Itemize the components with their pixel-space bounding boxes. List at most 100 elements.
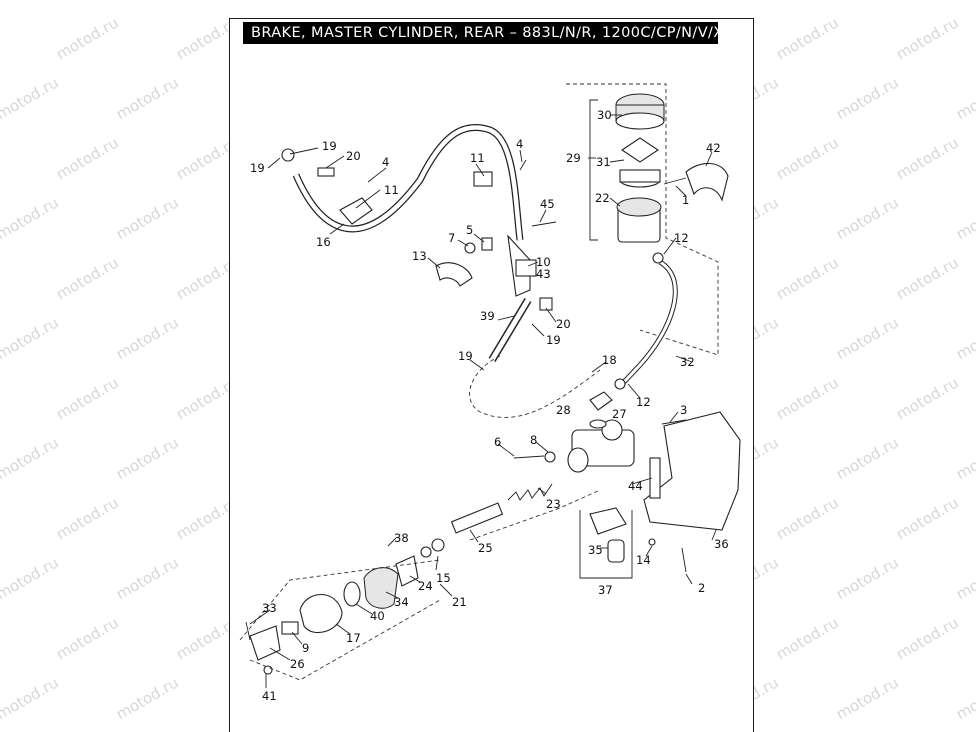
piston-25 [450,502,504,534]
callout-10: 10 [536,255,551,269]
clip-14 [648,538,656,546]
screw-2 [681,547,687,573]
callout-28: 28 [556,403,571,417]
clevis-17 [299,594,343,634]
banjo-bolt-upper [281,148,295,162]
screw-45 [531,221,557,227]
reservoir-group-brace [589,99,598,241]
callout-38: 38 [394,531,409,545]
clevis-26 [249,625,281,661]
hose-clamp-top [652,252,664,264]
callout-12b: 12 [636,395,651,409]
watermark-text: motod.ru [953,0,976,3]
boot-34 [363,567,399,609]
reservoir-diaphragm [621,137,659,163]
screw-4 [519,159,527,171]
callout-27: 27 [612,407,627,421]
callout-1: 1 [682,193,689,207]
callout-19c: 19 [546,333,561,347]
line-clip-11b [473,171,493,187]
callout-37: 37 [598,583,613,597]
callout-3: 3 [680,403,687,417]
callout-39: 39 [480,309,495,323]
callout-20a: 20 [346,149,361,163]
callout-4a: 4 [382,155,389,169]
switch-43 [515,259,537,277]
screw-3 [661,419,687,425]
callout-40: 40 [370,609,385,623]
reservoir-group-bracket [566,83,719,356]
retainer-24 [395,555,419,587]
pushrod-group-outline-b [249,599,441,681]
reservoir-clamp [685,162,729,202]
callout-8: 8 [530,433,537,447]
callout-36: 36 [714,537,729,551]
pin-44 [649,457,661,499]
callout-5: 5 [466,223,473,237]
banjo-fitting-20 [317,167,335,177]
screw-6 [513,455,545,459]
pushrod-group-outline [239,559,441,641]
clamp-screw [663,177,687,185]
callout-16: 16 [316,235,331,249]
callout-2: 2 [698,581,705,595]
callout-19a: 19 [250,161,265,175]
callout-labels: 30 31 29 22 42 1 12 32 18 12 28 27 3 6 8… [250,108,729,703]
callout-14: 14 [636,553,651,567]
callout-19b: 19 [322,139,337,153]
callout-22: 22 [595,191,610,205]
callout-32: 32 [680,355,695,369]
callout-43: 43 [536,267,551,281]
callout-15: 15 [436,571,451,585]
routing-path [469,355,601,418]
washer-8 [544,451,556,463]
banjo-bolt-20b [539,297,553,311]
callout-19d: 19 [458,349,473,363]
assembly-line [469,489,601,541]
snap-ring [420,546,432,558]
washer-40 [343,581,361,607]
reservoir-top [616,197,662,217]
pin-33 [245,621,251,641]
callout-33: 33 [262,601,277,615]
callout-13: 13 [412,249,427,263]
callout-11b: 11 [470,151,485,165]
callout-45: 45 [540,197,555,211]
pivot-group-brace [579,510,633,579]
leader-lines [249,114,717,688]
callout-34: 34 [394,595,409,609]
washer-7 [464,242,476,254]
callout-31: 31 [596,155,611,169]
bushing-35 [607,539,625,563]
line-clip-11 [339,197,373,225]
line-bracket-13 [435,262,473,287]
callout-24: 24 [418,579,433,593]
spring-23 [507,483,553,501]
callout-29: 29 [566,151,581,165]
callout-4b: 4 [516,137,523,151]
mounting-bracket-36 [643,411,741,531]
seal-15 [431,538,445,552]
reservoir-cap-base [615,112,665,130]
diagram-title: BRAKE, MASTER CYLINDER, REAR – 883L/N/R,… [243,22,718,44]
callout-20b: 20 [556,317,571,331]
callout-9: 9 [302,641,309,655]
pivot-plate [589,507,627,535]
nut-5 [481,237,493,251]
callout-17: 17 [346,631,361,645]
callout-42: 42 [706,141,721,155]
clip-41 [263,665,273,675]
hose-clamp-bottom [614,378,626,390]
callout-35: 35 [588,543,603,557]
fitting-28 [589,391,613,411]
reservoir-ring [619,169,661,183]
nut-9 [281,621,299,635]
callout-23: 23 [546,497,561,511]
callout-30: 30 [597,108,612,122]
o-ring-27 [589,419,607,429]
callout-44: 44 [628,479,643,493]
callout-21: 21 [452,595,467,609]
callout-26: 26 [290,657,305,671]
callout-25: 25 [478,541,493,555]
